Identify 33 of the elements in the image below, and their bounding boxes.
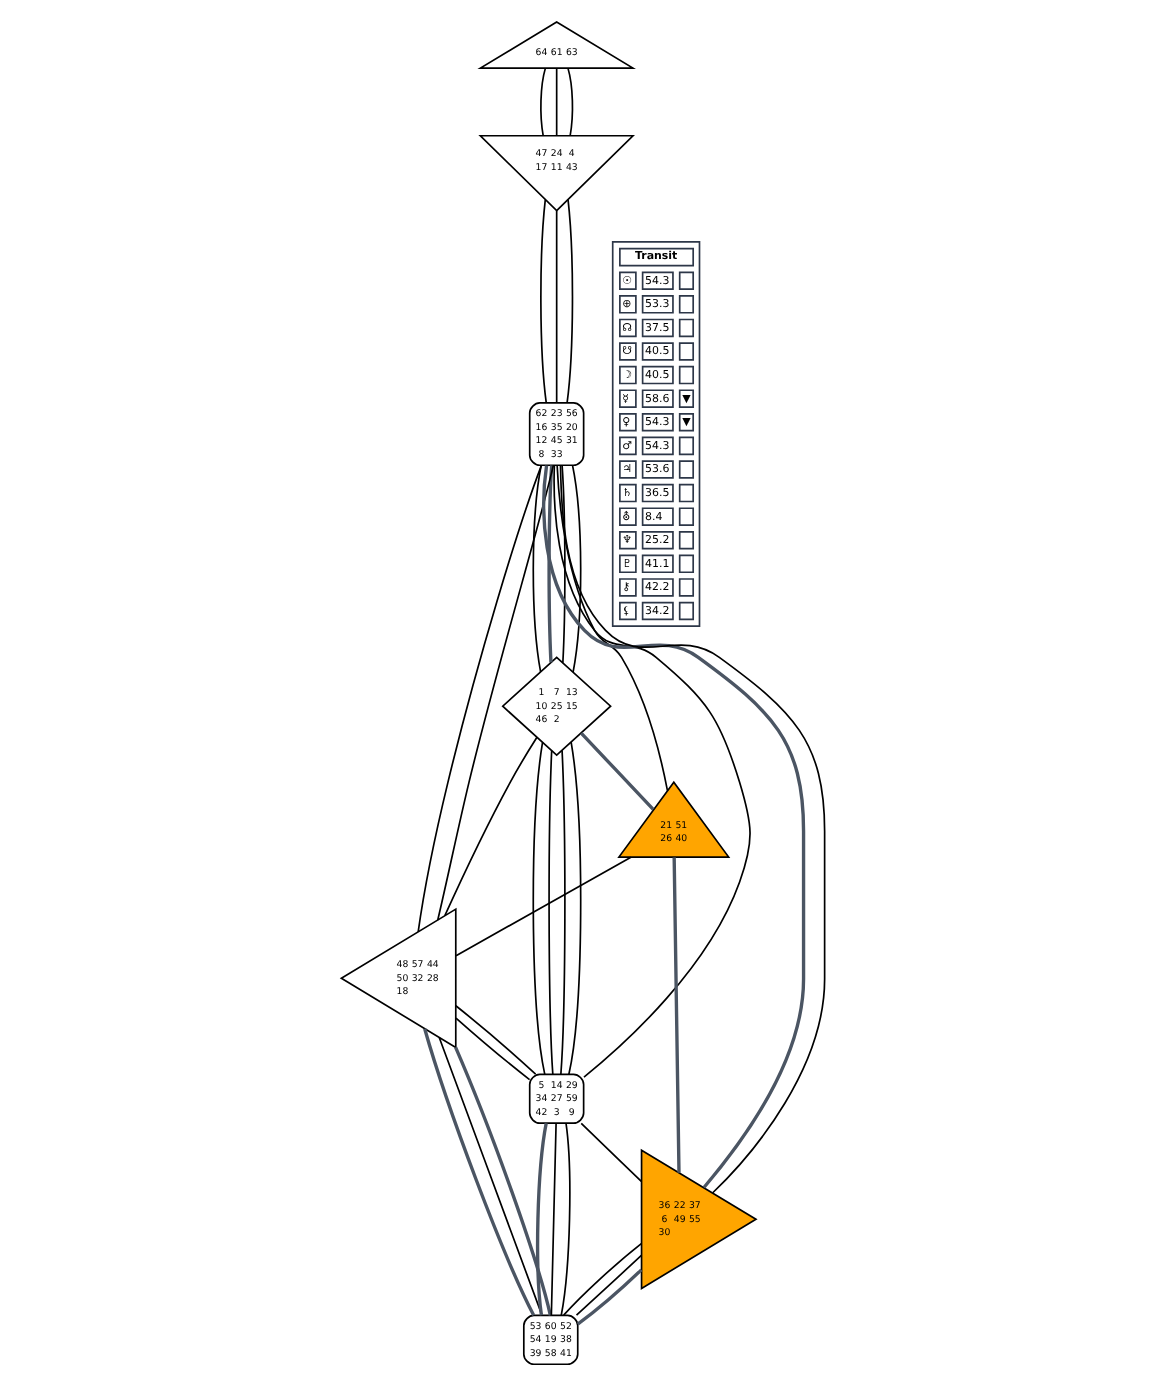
connector xyxy=(554,67,557,137)
connector xyxy=(534,1122,547,1316)
connector xyxy=(416,464,542,933)
connector xyxy=(453,1046,551,1316)
connector xyxy=(552,464,750,1078)
connector xyxy=(574,1254,642,1317)
connector xyxy=(567,741,581,1076)
connector xyxy=(570,464,581,673)
connector xyxy=(539,67,546,137)
connector xyxy=(565,198,573,404)
connector xyxy=(559,749,565,1075)
connector xyxy=(579,731,654,811)
connector xyxy=(554,209,557,404)
connector xyxy=(454,856,631,957)
connector xyxy=(560,464,565,664)
connector xyxy=(549,1122,556,1317)
connector xyxy=(566,67,573,137)
connector xyxy=(575,1268,642,1326)
connector xyxy=(539,198,547,404)
connector xyxy=(454,1004,536,1075)
connector xyxy=(531,464,542,673)
connector xyxy=(443,736,537,917)
connector xyxy=(559,1122,570,1317)
connector xyxy=(454,1017,530,1081)
connector xyxy=(555,464,668,792)
connector xyxy=(422,1028,535,1317)
connector xyxy=(531,741,545,1076)
connector xyxy=(547,749,553,1076)
connector xyxy=(561,1242,642,1316)
connector xyxy=(671,857,680,1173)
connector xyxy=(579,1122,642,1183)
connector xyxy=(546,465,553,663)
connector xyxy=(435,464,554,921)
